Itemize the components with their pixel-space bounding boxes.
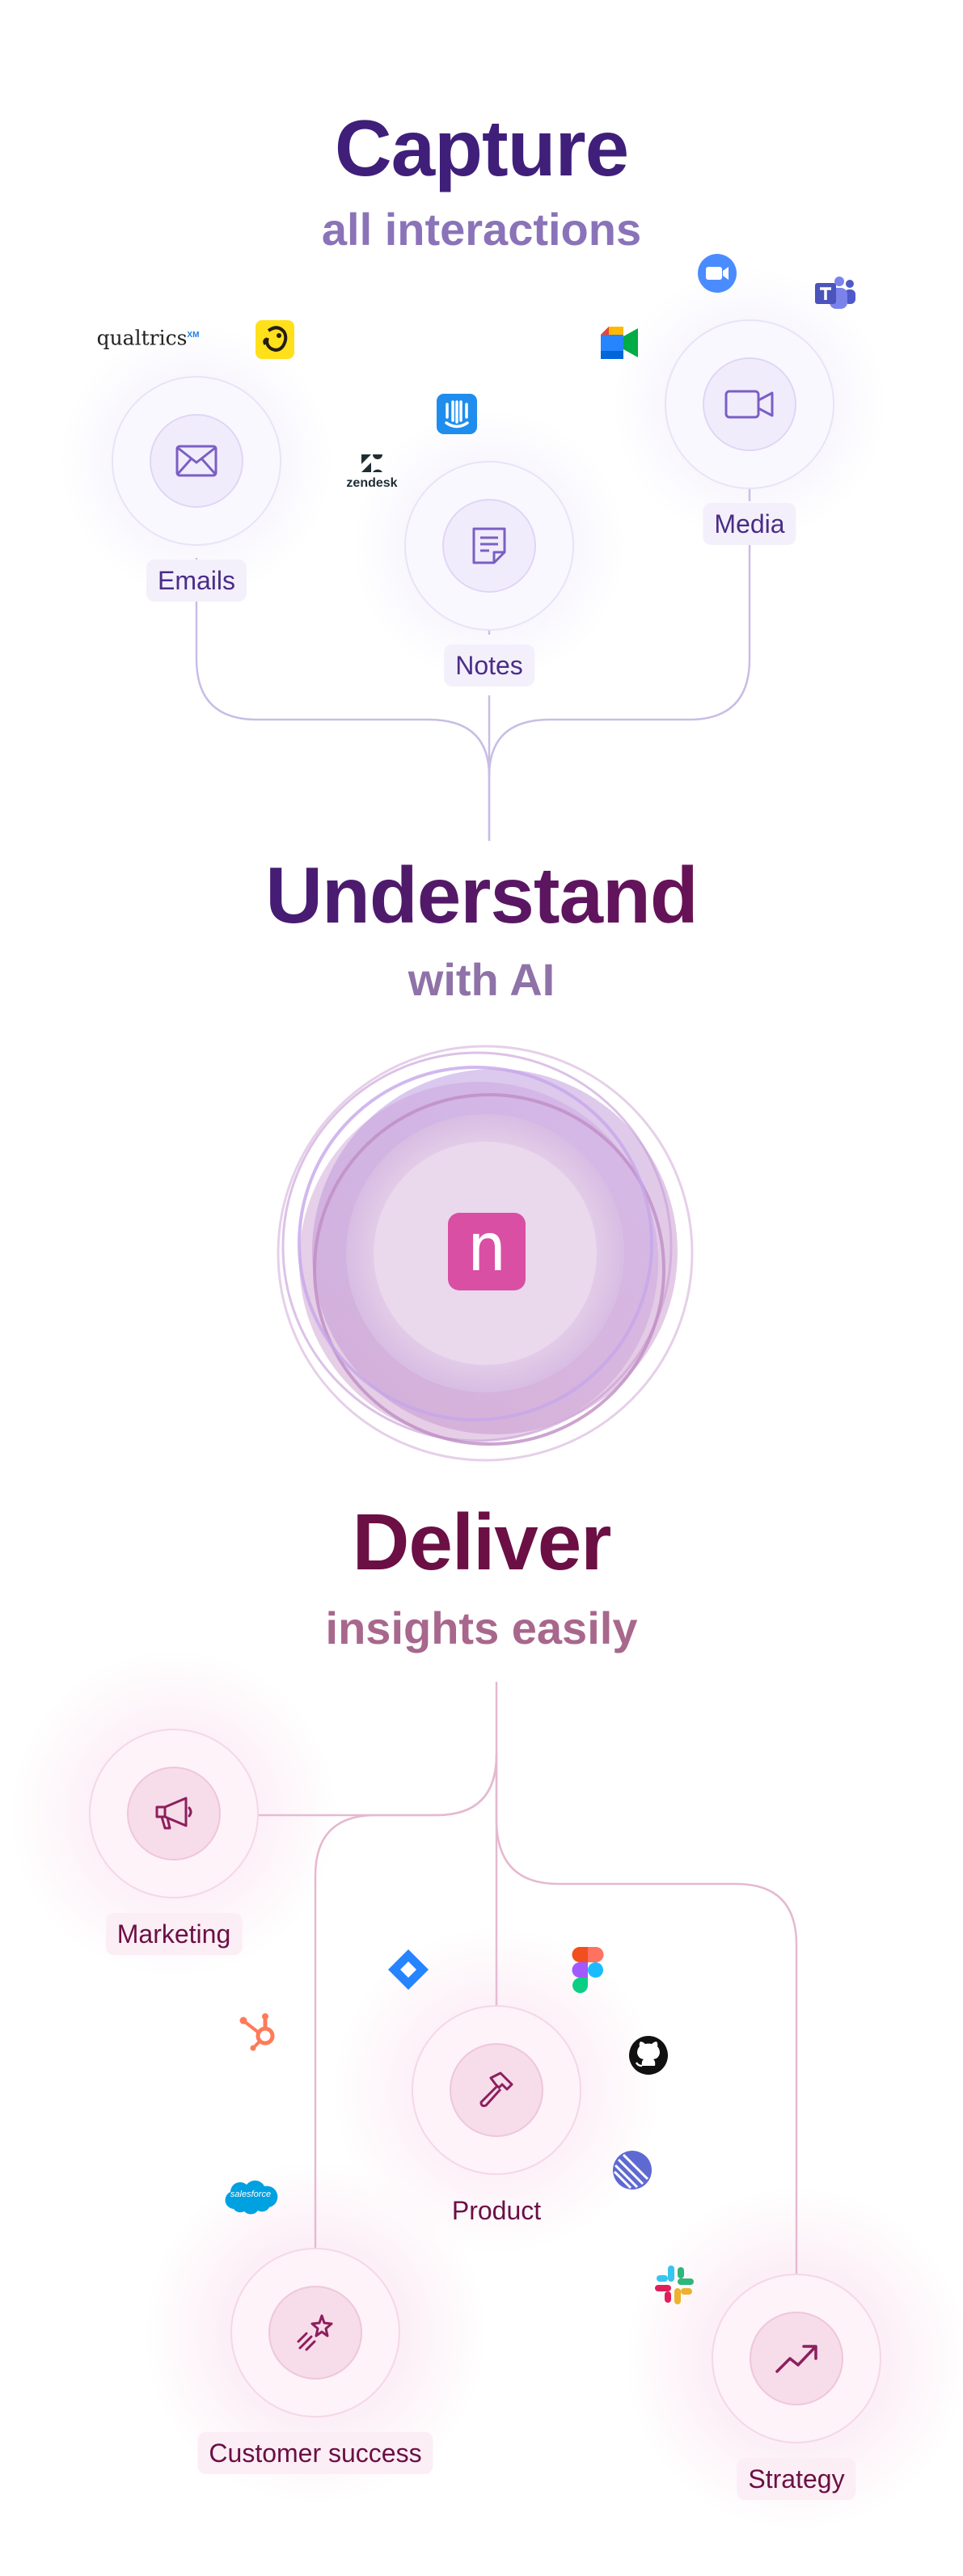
- intercom-icon: [437, 394, 477, 434]
- hubspot-icon: [239, 2013, 275, 2051]
- capture-line-emails: [195, 598, 491, 777]
- deliver-title: Deliver: [352, 1497, 612, 1586]
- mailchimp-icon: [256, 320, 294, 359]
- marketing-label: Marketing: [105, 1913, 243, 1955]
- emails-node-inner-ring: [150, 414, 243, 508]
- ai-logo: n: [448, 1213, 526, 1290]
- product-node-inner-ring: [450, 2043, 543, 2137]
- slack-icon: [655, 2266, 694, 2304]
- trend-up-icon: [775, 2345, 817, 2373]
- qualtrics-logo: qualtricsXM: [96, 326, 200, 350]
- salesforce-logo: salesforce: [222, 2175, 279, 2215]
- media-node-inner-ring: [703, 357, 796, 451]
- marketing-node-inner-ring: [127, 1767, 221, 1860]
- sparkle-star-icon: [297, 2314, 333, 2351]
- strategy-label: Strategy: [737, 2458, 856, 2500]
- microsoft-teams-icon: [815, 277, 855, 309]
- salesforce-cloud-icon: [225, 2180, 278, 2215]
- zendesk-icon: [361, 454, 382, 472]
- figma-icon: [572, 1947, 604, 1993]
- envelope-icon: [175, 445, 218, 477]
- hammer-icon: [479, 2071, 513, 2107]
- linear-icon: [613, 2151, 652, 2190]
- strategy-node-inner-ring: [750, 2312, 843, 2405]
- zoom-icon: [698, 254, 737, 293]
- megaphone-icon: [155, 1797, 192, 1830]
- deliver-subtitle: insights easily: [325, 1603, 638, 1653]
- ai-logo-letter: n: [467, 1210, 507, 1286]
- video-camera-icon: [724, 390, 774, 419]
- deliver-line-strategy: [495, 1755, 798, 2276]
- capture-line-media: [488, 542, 751, 777]
- customer-success-node-inner-ring: [268, 2286, 362, 2380]
- understand-title: Understand: [0, 851, 963, 940]
- notes-label: Notes: [444, 644, 534, 686]
- understand-subtitle: with AI: [408, 954, 555, 1005]
- product-label: Product: [451, 2196, 542, 2225]
- note-icon: [472, 527, 506, 564]
- google-meet-icon: [601, 327, 638, 359]
- jira-icon: [388, 1949, 429, 1990]
- capture-subtitle: all interactions: [321, 204, 642, 255]
- zendesk-logo: zendesk: [340, 453, 404, 491]
- github-icon: [629, 2036, 668, 2075]
- notes-node-inner-ring: [442, 499, 536, 593]
- capture-title: Capture: [334, 103, 629, 192]
- emails-label: Emails: [146, 560, 247, 602]
- deliver-line-customer-success: [314, 1754, 498, 2252]
- customer-success-label: Customer success: [197, 2432, 433, 2474]
- media-label: Media: [703, 503, 796, 545]
